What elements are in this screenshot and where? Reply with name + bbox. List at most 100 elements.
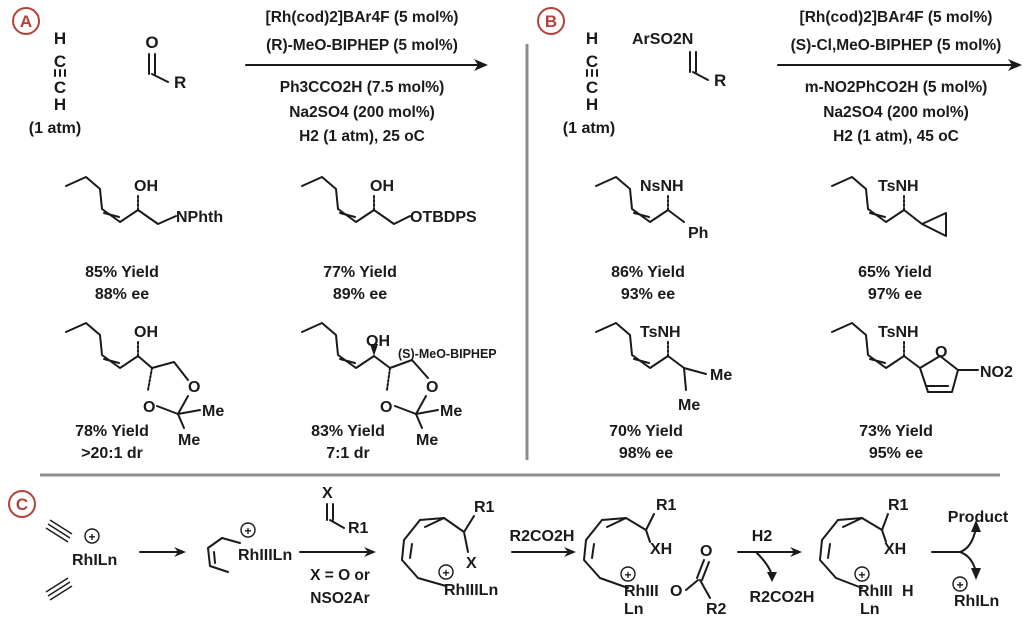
product-b4-nh: TsNH — [878, 324, 919, 341]
product-b3-me2: Me — [678, 397, 700, 414]
charge-plus-5: + — [858, 568, 865, 582]
acetylene-b-h-bottom: H — [586, 95, 598, 114]
panel-b-badge-ring — [537, 7, 565, 35]
product-a2-group: OTBDPS — [410, 209, 477, 226]
condition-b-2: (S)-Cl,MeO-BIPHEP (5 mol%) — [791, 37, 1002, 54]
product-b2-ee: 97% ee — [868, 286, 922, 303]
panel-a-badge-ring — [12, 7, 40, 35]
panel-a: A H C C H (1 atm) O R [Rh(cod)2]BAr4F (5… — [12, 7, 497, 462]
product-a3-o2: O — [188, 379, 200, 396]
product-b3-nh: TsNH — [640, 324, 681, 341]
product-a3: OH O O Me Me 78% Yield >20:1 dr — [65, 322, 224, 462]
arrow-a: [Rh(cod)2]BAr4F (5 mol%) (R)-MeO-BIPHEP … — [245, 9, 488, 145]
product-b1-nh: NsNH — [640, 178, 684, 195]
product-a4-yield: 83% Yield — [311, 423, 385, 440]
imine-n: ArSO2N — [632, 31, 693, 48]
acetylene-c2: C — [54, 78, 66, 97]
charge-plus-4: + — [624, 568, 631, 582]
product-a2-yield: 77% Yield — [323, 264, 397, 281]
int3-h: H — [902, 583, 914, 600]
aldehyde-o: O — [145, 33, 158, 52]
product-a3-me1: Me — [202, 403, 224, 420]
acetylene-c1: C — [54, 52, 66, 71]
charge-plus-2: + — [244, 524, 251, 538]
product-b2-yield: 65% Yield — [858, 264, 932, 281]
acid-byproduct: R2CO2H — [750, 589, 815, 606]
int3-r1: R1 — [888, 497, 909, 514]
charge-plus-3: + — [442, 566, 449, 580]
acetylene-a: H C C H (1 atm) — [29, 29, 81, 137]
condition-b-1: [Rh(cod)2]BAr4F (5 mol%) — [800, 9, 993, 26]
product-a2-oh: OH — [370, 178, 394, 195]
int2-r1: R1 — [656, 497, 677, 514]
int2-ln: Ln — [624, 601, 644, 618]
product-a3-o1: O — [143, 399, 155, 416]
x-definition-2: NSO2Ar — [310, 590, 369, 607]
product-b3-ee: 98% ee — [619, 445, 673, 462]
acetylene-b-pressure: (1 atm) — [563, 120, 615, 137]
acetylene-b: H C C H (1 atm) — [563, 29, 615, 137]
int2-xh: XH — [650, 541, 672, 558]
product-a1-group: NPhth — [176, 209, 223, 226]
condition-a-1: [Rh(cod)2]BAr4F (5 mol%) — [266, 9, 459, 26]
int2-r2: R2 — [706, 601, 727, 618]
acetylene-h-bottom: H — [54, 95, 66, 114]
product-b1-yield: 86% Yield — [611, 264, 685, 281]
product-b3-yield: 70% Yield — [609, 423, 683, 440]
product-a1-ee: 88% ee — [95, 286, 149, 303]
h2-reagent: H2 — [752, 528, 773, 545]
product-a4-o1: O — [380, 399, 392, 416]
product-b4-furan-o: O — [935, 344, 947, 361]
final-step: Product + RhILn — [931, 509, 1009, 610]
product-b2-nh: TsNH — [878, 178, 919, 195]
panel-a-badge: A — [20, 12, 32, 31]
condition-b-5: H2 (1 atm), 45 oC — [833, 128, 959, 145]
panel-b: B H C C H (1 atm) ArSO2N R [Rh(cod)2]BAr… — [537, 7, 1022, 462]
product-b3: TsNH Me Me 70% Yield 98% ee — [595, 322, 732, 462]
product-a3-dr: >20:1 dr — [81, 445, 143, 462]
product-b1: NsNH Ph 86% Yield 93% ee — [595, 176, 708, 303]
acetylene-b-h-top: H — [586, 29, 598, 48]
species-rh-iii: RhIIILn — [238, 547, 292, 564]
product-b4-ee: 95% ee — [869, 445, 923, 462]
arrow-b: [Rh(cod)2]BAr4F (5 mol%) (S)-Cl,MeO-BIPH… — [777, 9, 1022, 145]
product-a1: OH NPhth 85% Yield 88% ee — [65, 176, 223, 303]
int2-carbonyl-o: O — [700, 543, 712, 560]
aldehyde: O R — [145, 33, 186, 92]
product-a4-oh: OH — [366, 333, 390, 350]
product-b1-group: Ph — [688, 225, 708, 242]
condition-b-3: m-NO2PhCO2H (5 mol%) — [805, 79, 988, 96]
condition-a-3: Ph3CCO2H (7.5 mol%) — [280, 79, 445, 96]
x-definition-1: X = O or — [310, 567, 370, 584]
product-b2: TsNH 65% Yield 97% ee — [831, 176, 947, 303]
int1-r1: R1 — [474, 499, 495, 516]
charge-plus-6: + — [956, 578, 963, 592]
product-a3-oh: OH — [134, 324, 158, 341]
electrophile-r: R1 — [348, 520, 369, 537]
condition-b-4: Na2SO4 (200 mol%) — [823, 104, 969, 121]
int2-rh: RhIII — [624, 583, 659, 600]
product-a2: OH OTBDPS 77% Yield 89% ee — [301, 176, 477, 303]
product-b4-yield: 73% Yield — [859, 423, 933, 440]
charge-plus-1: + — [88, 530, 95, 544]
int3-rh: RhIII — [858, 583, 893, 600]
product-a4-dr: 7:1 dr — [326, 445, 370, 462]
condition-a-4: Na2SO4 (200 mol%) — [289, 104, 435, 121]
final-product: Product — [948, 509, 1009, 526]
rh-i-alkyne-complex: + RhILn — [45, 519, 117, 601]
intermediate-1: R1 X + RhIIILn — [401, 499, 498, 599]
acetylene-pressure: (1 atm) — [29, 120, 81, 137]
product-a4-note: (S)-MeO-BIPHEP — [398, 347, 497, 361]
panel-c: C + RhILn + RhIIILn X R1 X = O or N — [8, 485, 1009, 618]
product-a1-yield: 85% Yield — [85, 264, 159, 281]
condition-a-2: (R)-MeO-BIPHEP (5 mol%) — [266, 37, 458, 54]
regenerated-catalyst: RhILn — [954, 593, 999, 610]
furan-ring — [919, 355, 959, 393]
product-a4: OH O O Me Me (S)-MeO-BIPHEP 83% Yield 7:… — [301, 322, 497, 462]
intermediate-3: R1 XH + RhIII H Ln — [819, 497, 914, 618]
product-a3-yield: 78% Yield — [75, 423, 149, 440]
product-a4-o2: O — [426, 379, 438, 396]
int3-ln: Ln — [860, 601, 880, 618]
aldehyde-r: R — [174, 73, 186, 92]
